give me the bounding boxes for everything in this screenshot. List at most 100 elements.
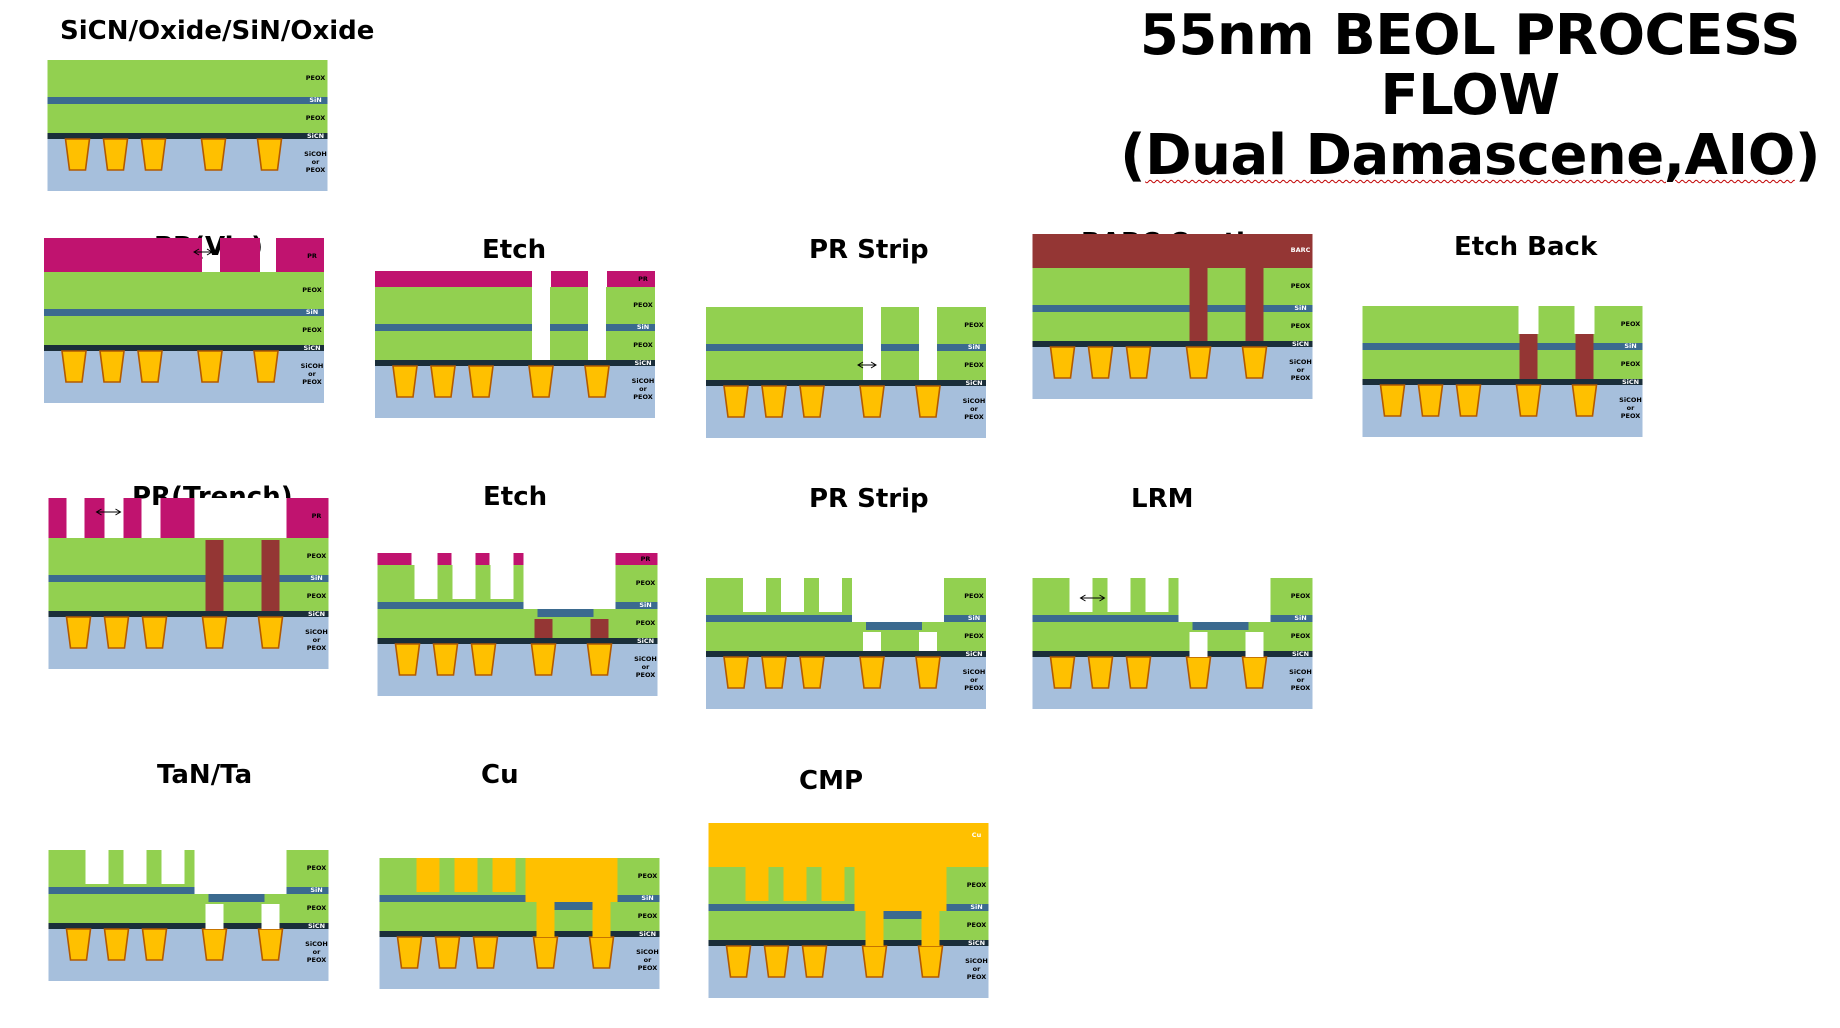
via-hole (588, 271, 606, 360)
sin-layer (706, 615, 986, 622)
label-sin: SiN (639, 601, 651, 609)
sin-layer (48, 887, 329, 894)
sin-remnant (537, 609, 594, 617)
label-or: or (312, 158, 320, 166)
substrate-layer (1362, 385, 1643, 437)
copper-fill (592, 902, 611, 937)
substrate-layer (379, 937, 660, 989)
photoresist (437, 553, 452, 565)
copper-fill (921, 911, 940, 946)
copper-plug (530, 643, 557, 676)
sicn-layer (708, 940, 989, 946)
label-peox: PEOX (1291, 322, 1311, 330)
sicn-layer (1032, 651, 1313, 657)
copper-plug (253, 350, 279, 383)
copper-fill (454, 858, 478, 892)
copper-plug (1125, 346, 1152, 379)
photoresist (44, 238, 202, 272)
substrate-layer (377, 644, 658, 696)
label-peox: PEOX (1291, 632, 1311, 640)
photoresist (551, 271, 591, 287)
photoresist (160, 498, 195, 538)
panel-title: TaN/Ta (157, 760, 253, 790)
title-line-1: 55nm BEOL PROCESS FLOW (1139, 3, 1801, 128)
label-peox: PEOX (1621, 360, 1641, 368)
copper-fill (854, 867, 947, 911)
substrate-layer (47, 139, 328, 191)
label-or: or (1297, 366, 1305, 374)
panel-title: Etch (482, 235, 547, 265)
label-peox: PEOX (633, 341, 653, 349)
label-peox: PEOX (638, 872, 658, 880)
copper-plug (64, 138, 91, 171)
label-peox: PEOX (636, 671, 656, 679)
label-peox: PEOX (307, 904, 327, 912)
sin-layer (1362, 343, 1643, 350)
label-sicn: SiCN (1292, 650, 1309, 658)
label-peox: PEOX (964, 684, 984, 692)
via-hole (919, 307, 937, 380)
copper-plug (917, 945, 944, 978)
recess (1518, 306, 1539, 334)
copper-plug (430, 365, 456, 398)
panel-title: CMP (799, 766, 864, 796)
via-hole (863, 307, 881, 380)
copper-plug (102, 138, 129, 171)
copper-plug (1515, 384, 1542, 417)
label-peox: PEOX (307, 592, 327, 600)
copper-plug (859, 656, 885, 689)
label-sicoh: SiCOH (301, 362, 324, 370)
label-or: or (1627, 404, 1635, 412)
copper-plug (1455, 384, 1482, 417)
copper-plug (197, 350, 223, 383)
label-sin: SiN (310, 886, 322, 894)
barc-plug (590, 619, 609, 638)
copper-fill (525, 858, 618, 902)
copper-plug (588, 936, 615, 969)
label-or: or (642, 663, 650, 671)
sicn-layer (377, 638, 658, 644)
bottom-oxide-layer (375, 331, 655, 360)
label-peox: PEOX (964, 361, 984, 369)
copper-plug (1241, 656, 1268, 689)
bottom-oxide-layer (706, 351, 986, 380)
via-hole (863, 632, 881, 651)
copper-plug (140, 138, 167, 171)
copper-plug (1185, 656, 1212, 689)
label-peox: PEOX (964, 321, 984, 329)
label-sin: SiN (1294, 614, 1306, 622)
label-sicn: SiCN (637, 637, 654, 645)
via-hole (261, 904, 280, 929)
copper-plug (584, 365, 610, 398)
copper-plug (468, 365, 494, 398)
trench-opening (852, 578, 944, 622)
panel-title: Cu (481, 760, 519, 790)
trench-opening (1178, 578, 1271, 622)
label-peox: PEOX (306, 166, 326, 174)
top-oxide-layer (48, 538, 329, 575)
label-sicn: SiCN (965, 650, 982, 658)
panel-title: PR Strip (809, 484, 929, 514)
sicn-layer (1032, 341, 1313, 347)
trench-opening (781, 578, 804, 612)
copper-plug (103, 928, 130, 961)
bottom-oxide-layer (44, 316, 324, 345)
copper-plug (200, 138, 227, 171)
panel-title: SiCN/Oxide/SiN/Oxide (60, 16, 375, 46)
label-sin: SiN (306, 308, 318, 316)
sicn-layer (706, 380, 986, 386)
photoresist (615, 553, 658, 565)
copper-plug (103, 616, 130, 649)
copper-plug (141, 928, 168, 961)
via-hole (919, 632, 937, 651)
trench-window (194, 498, 287, 538)
label-pr: PR (638, 275, 648, 283)
label-peox: PEOX (302, 378, 322, 386)
photoresist (513, 553, 524, 565)
label-peox: PEOX (638, 964, 658, 972)
label-peox: PEOX (307, 644, 327, 652)
label-barc: BARC (1291, 246, 1311, 254)
label-peox: PEOX (302, 326, 322, 334)
